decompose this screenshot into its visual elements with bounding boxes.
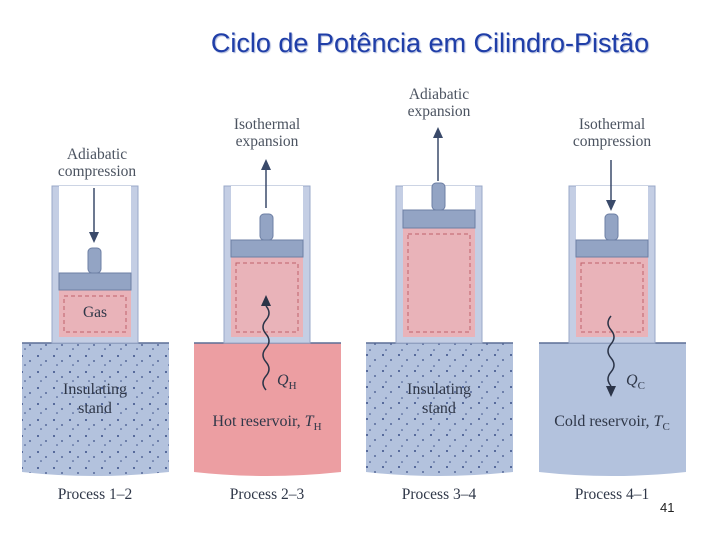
piston-rod xyxy=(604,213,619,241)
process-label: Process 1–2 xyxy=(57,486,133,503)
heat-wave-icon xyxy=(262,305,270,391)
process-label: Process 4–1 xyxy=(574,486,650,503)
reservoir-label: Hot reservoir, TH xyxy=(191,412,343,437)
heat-wave-icon xyxy=(607,315,615,387)
cylinder-diagram-3 xyxy=(366,127,513,476)
cylinder-diagram-4 xyxy=(539,160,686,476)
gas xyxy=(576,257,648,337)
piston-rod xyxy=(87,247,102,274)
hot-reservoir xyxy=(194,343,341,476)
heat-symbol: Q xyxy=(626,372,638,389)
heat-sub: H xyxy=(288,380,297,393)
piston-rod xyxy=(259,213,274,241)
piston xyxy=(230,239,304,258)
action-label: Isothermal compression xyxy=(572,116,652,150)
gas xyxy=(403,228,475,337)
cylinder-diagram-2 xyxy=(194,159,341,476)
arrow-down-icon xyxy=(89,232,99,243)
panel-process-1-2: Adiabatic compression Gas Insulating sta… xyxy=(19,0,171,540)
process-label: Process 2–3 xyxy=(229,486,305,503)
reservoir-text: Cold reservoir, xyxy=(554,413,654,430)
action-label: Adiabatic expansion xyxy=(407,86,471,120)
action-label: Adiabatic compression xyxy=(57,146,137,180)
heat-arrow-down-icon xyxy=(606,386,616,397)
arrow-up-icon xyxy=(433,127,443,138)
temp-sub: C xyxy=(662,421,670,434)
piston xyxy=(575,239,649,258)
arrow-up-icon xyxy=(261,159,271,170)
gas-label: Gas xyxy=(82,304,108,321)
stand-dots xyxy=(22,343,169,476)
gas xyxy=(231,257,303,337)
arrow-down-icon xyxy=(606,200,616,211)
heat-sub: C xyxy=(637,380,645,393)
stand-label: Insulating stand xyxy=(63,381,127,417)
cylinder-diagram-1 xyxy=(22,185,169,476)
stand-label: Insulating stand xyxy=(407,381,471,417)
piston xyxy=(402,209,476,229)
heat-label: QH xyxy=(277,372,297,392)
heat-arrow-up-icon xyxy=(261,295,271,306)
cold-reservoir xyxy=(539,343,686,476)
action-label: Isothermal expansion xyxy=(233,116,301,150)
gas xyxy=(59,290,131,337)
reservoir-label: Cold reservoir, TC xyxy=(536,412,688,437)
panel-process-3-4: Adiabatic expansion Insulating stand Pro… xyxy=(363,0,515,540)
panel-process-2-3: Isothermal expansion QH Hot reservoir, T… xyxy=(191,0,343,540)
piston-rod xyxy=(431,182,446,211)
reservoir-text: Hot reservoir, xyxy=(212,413,305,430)
process-label: Process 3–4 xyxy=(401,486,477,503)
page-number: 41 xyxy=(660,500,675,515)
stand-dots xyxy=(366,343,513,476)
temp-sub: H xyxy=(313,421,322,434)
temp-symbol: T xyxy=(653,413,663,430)
temp-symbol: T xyxy=(304,413,314,430)
heat-symbol: Q xyxy=(277,372,289,389)
heat-label: QC xyxy=(626,372,645,392)
panel-process-4-1: Isothermal compression QC Cold reservoir… xyxy=(536,0,688,540)
piston xyxy=(58,272,132,291)
slide-title: Ciclo de Potência em Cilindro-Pistão xyxy=(210,28,650,58)
